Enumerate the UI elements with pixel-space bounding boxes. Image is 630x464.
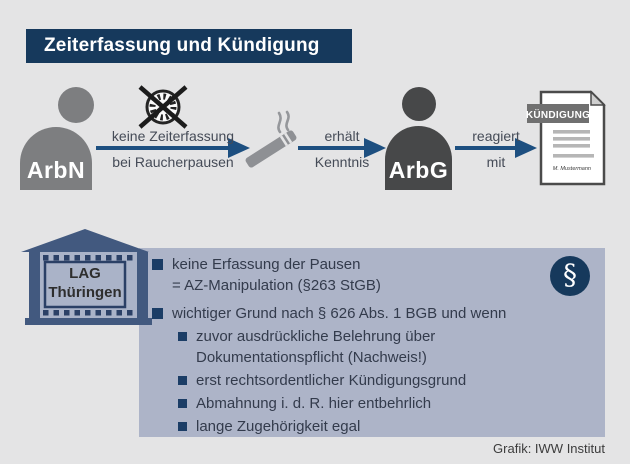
employer-label: ArbG: [388, 157, 449, 183]
ruling-box: keine Erfassung der Pausen = AZ-Manipula…: [139, 248, 605, 437]
termination-letter-icon: KÜNDIGUNG M. Mustermann: [526, 90, 606, 186]
court-name-line1: LAG: [69, 265, 101, 282]
ruling-subitem: lange Zugehörigkeit egal: [139, 416, 605, 437]
arrow-1-line: [96, 146, 230, 150]
arrow-2-line: [298, 146, 366, 150]
arrow-2-label-top: erhält: [324, 128, 360, 144]
ruling-subitem: zuvor ausdrückliche Belehrung über Dokum…: [139, 326, 605, 368]
document-signature: M. Mustermann: [553, 166, 591, 172]
court-name-line2: Thüringen: [48, 284, 122, 301]
bullet-square-icon: [178, 422, 187, 431]
employee-head-icon: [58, 87, 94, 123]
employee-label: ArbN: [26, 157, 86, 183]
arrow-1-label-bottom: bei Raucherpausen: [112, 154, 234, 170]
employer-figure: ArbG: [385, 85, 452, 190]
paragraph-circle-icon: §: [550, 256, 590, 296]
document-banner-label: KÜNDIGUNG: [526, 108, 590, 121]
arrow-3-label-top: reagiert: [472, 128, 520, 144]
bullet-square-icon: [152, 308, 163, 319]
arrow-3-label-bottom: mit: [486, 154, 506, 170]
bullet-square-icon: [178, 376, 187, 385]
arrow-2-head: [364, 138, 386, 158]
ruling-item: wichtiger Grund nach § 626 Abs. 1 BGB un…: [139, 303, 605, 324]
arrow-1-head: [228, 138, 250, 158]
ruling-line: lange Zugehörigkeit egal: [196, 418, 361, 435]
ruling-item: keine Erfassung der Pausen = AZ-Manipula…: [139, 254, 605, 296]
employee-figure: ArbN: [20, 85, 94, 190]
arrow-3-line: [455, 146, 517, 150]
arrow-3-head: [515, 138, 537, 158]
cigarette-icon: [245, 110, 297, 168]
arrow-2-label-bottom: Kenntnis: [314, 154, 370, 170]
court-building-icon: [21, 229, 152, 325]
ruling-line: Dokumentationspflicht (Nachweis!): [196, 349, 427, 366]
ruling-line: erst rechtsordentlicher Kündigungsgrund: [196, 372, 467, 389]
ruling-line: keine Erfassung der Pausen: [172, 256, 361, 273]
court-name: LAG Thüringen: [45, 264, 125, 302]
ruling-line: zuvor ausdrückliche Belehrung über: [196, 328, 436, 345]
ruling-line: = AZ-Manipulation (§263 StGB): [172, 277, 381, 294]
ruling-subitem: erst rechtsordentlicher Kündigungsgrund: [139, 370, 605, 391]
employee-body-icon: ArbN: [20, 127, 92, 190]
ruling-line: wichtiger Grund nach § 626 Abs. 1 BGB un…: [172, 305, 507, 322]
page-title: Zeiterfassung und Kündigung: [26, 29, 352, 63]
ruling-line: Abmahnung i. d. R. hier entbehrlich: [196, 395, 432, 412]
bullet-square-icon: [178, 399, 187, 408]
employer-head-icon: [402, 87, 436, 121]
employer-body-icon: ArbG: [385, 126, 452, 190]
bullet-square-icon: [178, 332, 187, 341]
credit-text: Grafik: IWW Institut: [493, 441, 605, 456]
ruling-subitem: Abmahnung i. d. R. hier entbehrlich: [139, 393, 605, 414]
bullet-square-icon: [152, 259, 163, 270]
paragraph-symbol: §: [563, 258, 577, 291]
arrow-1-label-top: keine Zeiterfassung: [111, 128, 235, 144]
crossed-out-clock-icon: [138, 85, 188, 129]
